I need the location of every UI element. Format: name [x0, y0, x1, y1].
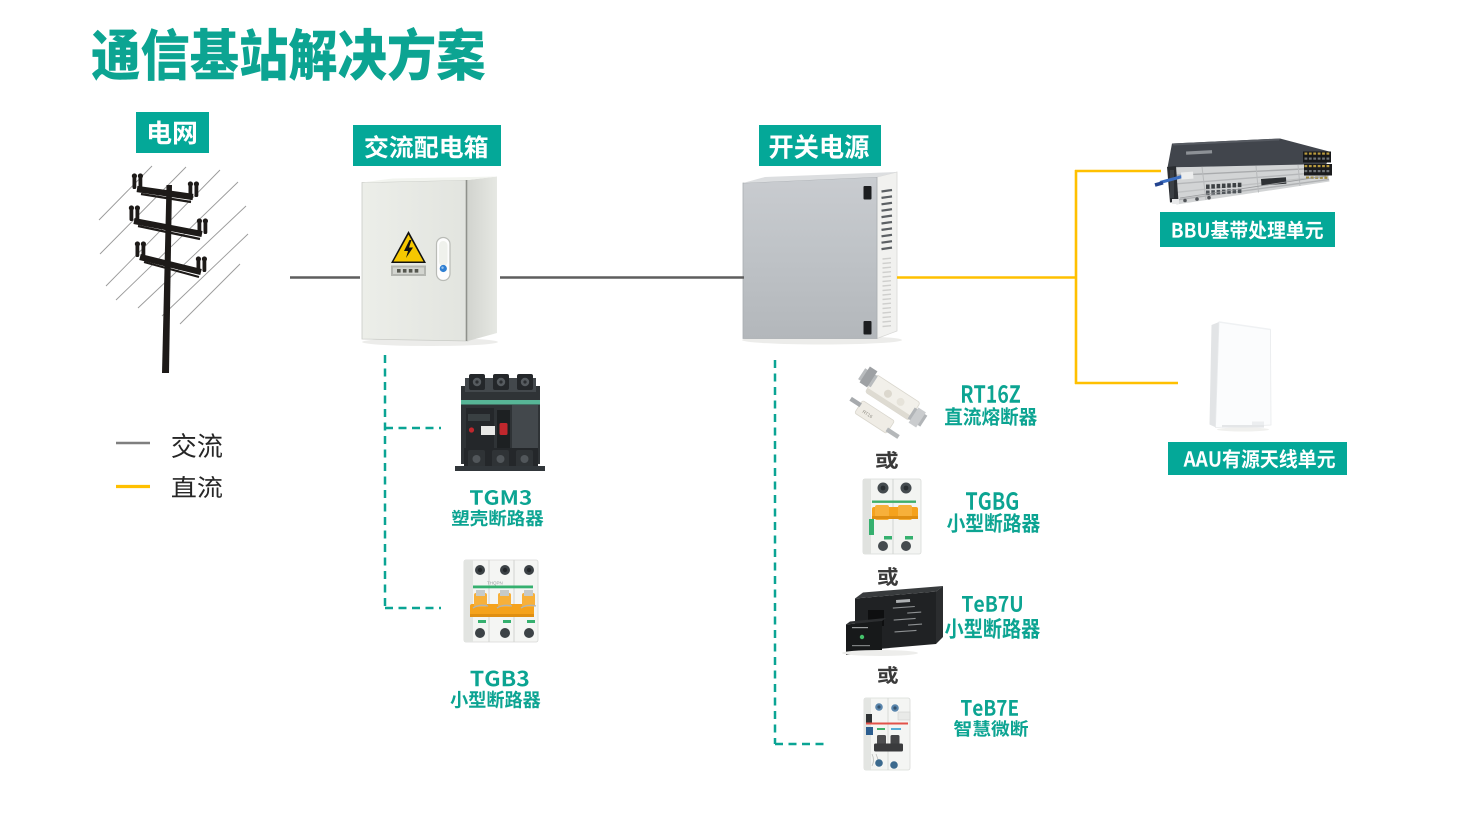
svg-text:THQPN: THQPN	[487, 581, 503, 586]
svg-text:RT16: RT16	[861, 409, 873, 419]
